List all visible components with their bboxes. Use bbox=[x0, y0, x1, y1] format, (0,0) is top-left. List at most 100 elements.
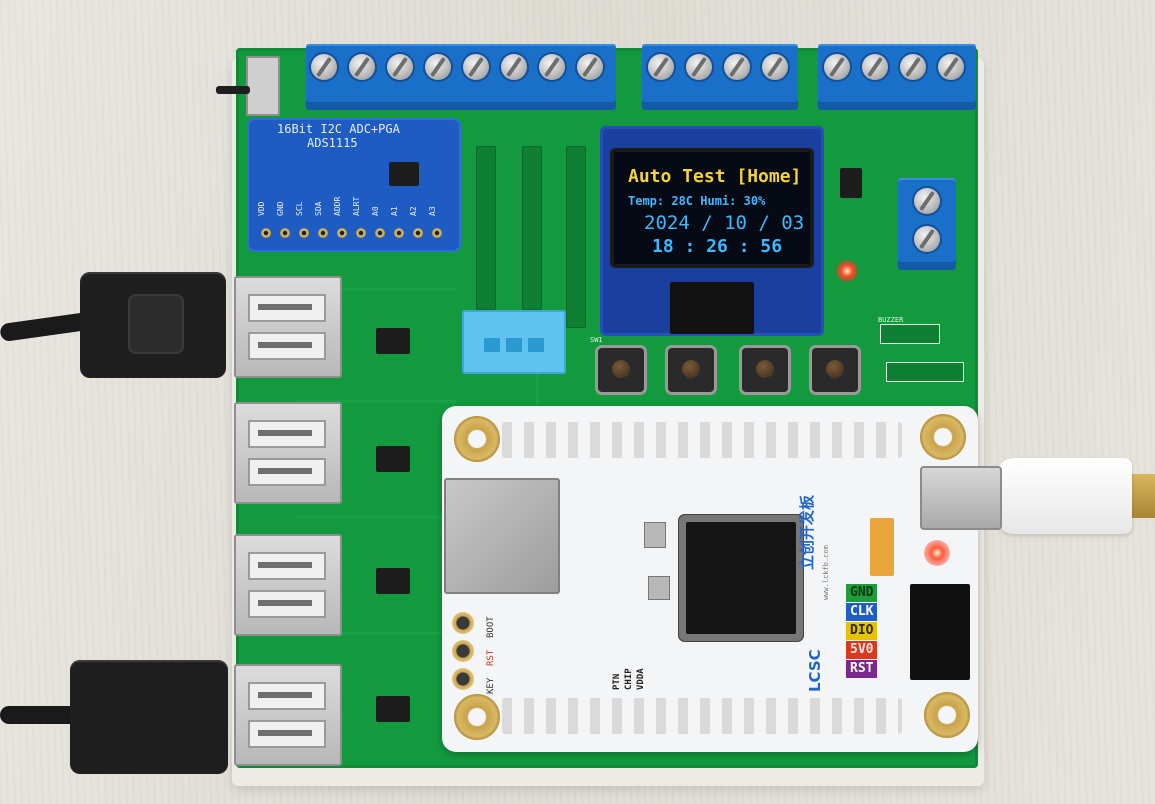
core-brand-cn: 立创开发板 bbox=[798, 494, 816, 570]
oled-screen: Auto Test [Home] Temp: 28C Humi: 30% 202… bbox=[614, 152, 810, 264]
ads-pin-hole bbox=[394, 228, 404, 238]
core-button-label: BOOT bbox=[486, 616, 496, 638]
crystal bbox=[644, 522, 666, 548]
ads-pin-hole bbox=[280, 228, 290, 238]
pin-header-1 bbox=[476, 146, 496, 310]
swd-header bbox=[910, 584, 970, 680]
terminal-screw[interactable] bbox=[539, 54, 565, 80]
ads1115-chip bbox=[389, 162, 419, 186]
terminal-screw[interactable] bbox=[577, 54, 603, 80]
usb-switch-ic-2 bbox=[376, 446, 410, 472]
swd-pin-label-clk: CLK bbox=[846, 603, 878, 621]
usb-switch-ic-3 bbox=[376, 568, 410, 594]
ads-pin-label: A0 bbox=[371, 206, 380, 216]
ads-pin-hole bbox=[413, 228, 423, 238]
swd-pin-label-rst: RST bbox=[846, 660, 878, 678]
terminal-screw[interactable] bbox=[900, 54, 926, 80]
power-slide-switch[interactable] bbox=[246, 56, 280, 116]
ads-pin-hole bbox=[261, 228, 271, 238]
core-button-label: KEY bbox=[486, 677, 496, 694]
terminal-screw[interactable] bbox=[724, 54, 750, 80]
terminal-screw[interactable] bbox=[824, 54, 850, 80]
ads-part: ADS1115 bbox=[307, 136, 358, 150]
tactile-button-3[interactable] bbox=[742, 348, 788, 392]
usb-plug-bottom bbox=[70, 660, 228, 774]
regulator bbox=[870, 518, 894, 576]
core-side-label: VDDA bbox=[636, 668, 646, 690]
oled-time: 18 : 26 : 56 bbox=[652, 236, 783, 257]
usb-switch-ic-1 bbox=[376, 328, 410, 354]
core-button-rst[interactable] bbox=[452, 640, 474, 662]
core-side-label: CHIP bbox=[624, 668, 634, 690]
terminal-screw[interactable] bbox=[862, 54, 888, 80]
core-site: www.lckfb.com bbox=[822, 545, 830, 600]
usb-cable-bottom bbox=[0, 706, 80, 724]
tactile-button-2[interactable] bbox=[668, 348, 714, 392]
oled-ribbon bbox=[670, 282, 754, 334]
mount-hole-tl bbox=[454, 416, 500, 462]
tactile-button-1[interactable] bbox=[598, 348, 644, 392]
oled-sensor-line: Temp: 28C Humi: 30% bbox=[628, 194, 766, 208]
terminal-screw[interactable] bbox=[762, 54, 788, 80]
ads-pin-label: GND bbox=[276, 201, 285, 216]
usb-socket-4[interactable] bbox=[234, 664, 342, 766]
ads-pin-hole bbox=[356, 228, 366, 238]
mount-hole-bl bbox=[454, 694, 500, 740]
ads-pin-label: SDA bbox=[314, 201, 323, 216]
ads-pin-label: ALRT bbox=[352, 196, 361, 216]
terminal-screw[interactable] bbox=[387, 54, 413, 80]
terminal-screw[interactable] bbox=[311, 54, 337, 80]
sd-card-slot[interactable] bbox=[444, 478, 560, 594]
mcu-chip bbox=[686, 522, 796, 634]
usb-socket-1[interactable] bbox=[234, 276, 342, 378]
ads-pin-hole bbox=[432, 228, 442, 238]
red-led-core bbox=[924, 540, 950, 566]
ads-pin-hole bbox=[375, 228, 385, 238]
swd-pin-label-5v0: 5V0 bbox=[846, 641, 878, 659]
core-button-key[interactable] bbox=[452, 668, 474, 690]
swd-pin-label-dio: DIO bbox=[846, 622, 878, 640]
dht11-sensor bbox=[462, 310, 566, 374]
terminal-block-8pin bbox=[306, 44, 616, 110]
switch-lever[interactable] bbox=[216, 86, 250, 94]
ads-pin-label: A2 bbox=[409, 206, 418, 216]
red-led-top bbox=[836, 260, 858, 282]
usb-socket-2[interactable] bbox=[234, 402, 342, 504]
ads-pin-label: SCL bbox=[295, 201, 304, 216]
terminal-screw[interactable] bbox=[648, 54, 674, 80]
mount-hole-br bbox=[924, 692, 970, 738]
usbc-plug bbox=[996, 458, 1132, 534]
terminal-screw[interactable] bbox=[425, 54, 451, 80]
core-board-header-top bbox=[502, 422, 902, 458]
pin-header-3 bbox=[566, 146, 586, 328]
terminal-screw[interactable] bbox=[914, 226, 940, 252]
core-button-label: RST bbox=[486, 649, 496, 666]
buzzer-header bbox=[880, 324, 940, 344]
pin-header-2 bbox=[522, 146, 542, 310]
terminal-screw[interactable] bbox=[914, 188, 940, 214]
buzzer-label: BUZZER bbox=[878, 316, 904, 324]
tactile-button-4[interactable] bbox=[812, 348, 858, 392]
ads-pin-label: A3 bbox=[428, 206, 437, 216]
uart-header bbox=[886, 362, 964, 382]
oled-title: Auto Test [Home] bbox=[628, 166, 802, 187]
usb-switch-ic-4 bbox=[376, 696, 410, 722]
terminal-screw[interactable] bbox=[938, 54, 964, 80]
usb-socket-3[interactable] bbox=[234, 534, 342, 636]
terminal-screw[interactable] bbox=[463, 54, 489, 80]
ads-pin-label: A1 bbox=[390, 206, 399, 216]
terminal-screw[interactable] bbox=[349, 54, 375, 80]
sw1-label: SW1 bbox=[590, 336, 603, 344]
crystal-2 bbox=[648, 576, 670, 600]
terminal-screw[interactable] bbox=[686, 54, 712, 80]
ads-pin-hole bbox=[337, 228, 347, 238]
core-brand: LCSC bbox=[806, 649, 824, 692]
terminal-screw[interactable] bbox=[501, 54, 527, 80]
oled-date: 2024 / 10 / 03 bbox=[644, 212, 805, 234]
core-button-boot[interactable] bbox=[452, 612, 474, 634]
swd-pin-label-gnd: GND bbox=[846, 584, 878, 602]
usbc-port[interactable] bbox=[920, 466, 1002, 530]
usbc-cable bbox=[1128, 474, 1155, 518]
